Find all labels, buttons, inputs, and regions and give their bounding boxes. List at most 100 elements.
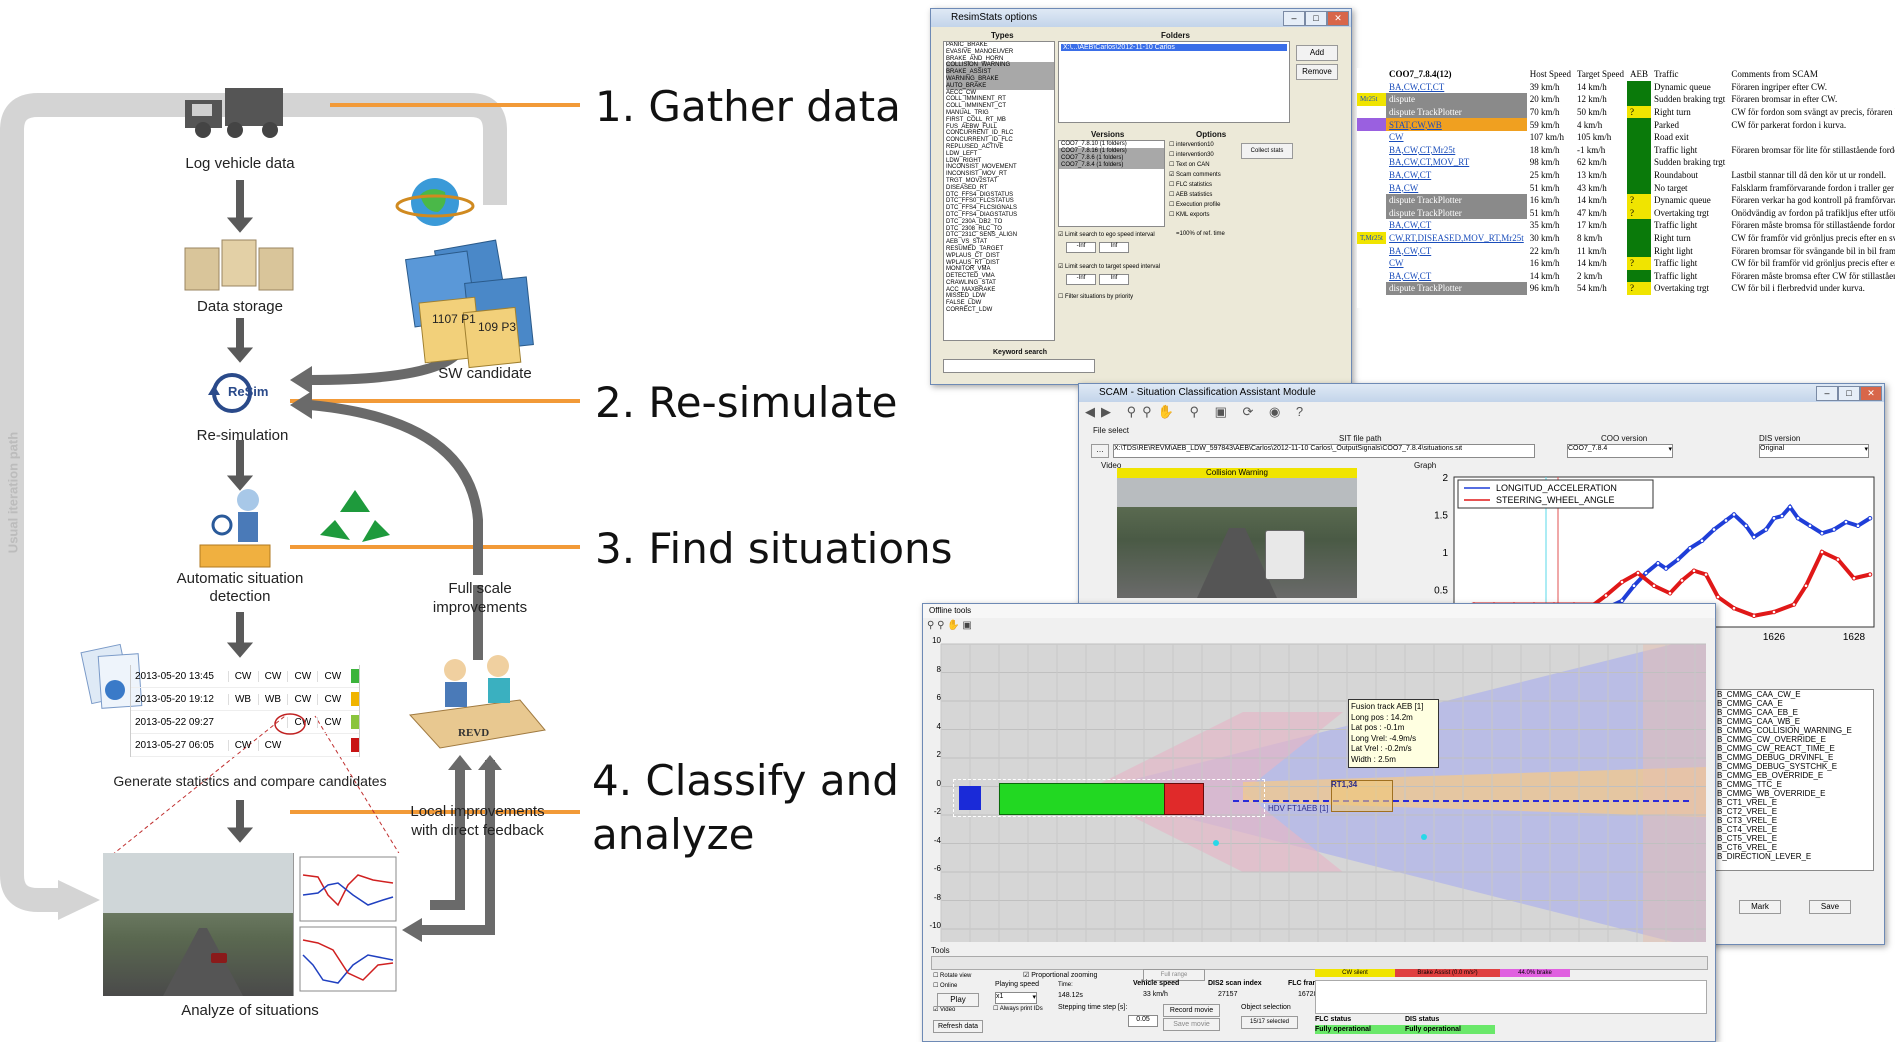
remove-button[interactable]: Remove [1296,64,1338,80]
limit-target-checkbox[interactable]: ☑ Limit search to target speed interval [1058,264,1161,270]
type-list-item[interactable]: DTC_230A_DB2_TO [946,218,1003,225]
type-list-item[interactable]: ACC_MAXBRAKE [946,286,996,293]
type-list-item[interactable]: DISEASED_RT [946,184,988,191]
checkbox-box[interactable]: ☐ [1169,212,1177,218]
signal-list-item[interactable]: B_CMMG_WB_OVERRIDE_E [1717,789,1826,798]
option-checkbox[interactable]: ☑ Scam comments [1169,170,1239,180]
type-list-item[interactable]: LDW_RIGHT [946,157,982,164]
signal-list-item[interactable]: B_CT6_VREL_E [1717,843,1778,852]
scam-maximize-button[interactable]: □ [1838,386,1860,401]
results-category-cell[interactable]: dispute TrackPlotter [1386,193,1527,207]
filter-priority-checkbox[interactable]: ☐ Filter situations by priority [1058,294,1134,300]
results-category-cell[interactable]: BA,CW,CT [1389,220,1432,231]
minimize-button[interactable]: – [1283,11,1305,26]
offline-toolbar[interactable]: ⚲ ⚲ ✋ ▣ [927,620,972,631]
type-list-item[interactable]: WPLAUS_RT_DIST [946,259,1000,266]
type-list-item[interactable]: CORRECT_LDW [946,307,993,314]
type-list-item[interactable]: DTC_FFS4_DIAGSTATUS [946,211,1018,218]
record-movie-button[interactable]: Record movie [1163,1004,1220,1017]
type-list-item[interactable]: COLLISION_WARNING [946,62,1054,70]
save-button[interactable]: Save [1809,900,1851,914]
option-checkbox[interactable]: ☐ intervention10 [1169,140,1239,150]
folder-item[interactable]: X:\...\AEB\Carlos\2012-11-10 Carlos [1061,44,1287,51]
type-list-item[interactable]: BRAKE_AND_HORN [946,55,1004,62]
video-checkbox[interactable]: ☑ Video [933,1007,956,1013]
type-list-item[interactable]: TRGT_MOV2STAT [946,177,998,184]
signal-list-item[interactable]: B_DIRECTION_LEVER_E [1717,852,1812,861]
signal-list-item[interactable]: B_CMMG_CAA_WB_E [1717,717,1801,726]
scam-toolbar[interactable]: ◀▶ ⚲⚲✋ ⚲ ▣ ⟳ ◉ ? [1085,404,1310,419]
full-range-button[interactable]: Full range [1143,969,1205,981]
type-list-item[interactable]: PANIC_BRAKE [946,42,988,48]
proportional-checkbox[interactable]: ☑ Proportional zooming [1023,972,1098,979]
play-button[interactable]: Play [937,993,979,1007]
results-category-cell[interactable]: dispute TrackPlotter [1386,206,1527,220]
signal-graph[interactable]: 00.511.52162416261628LONGITUD_ACCELERATI… [1414,469,1884,669]
timeline-scrollbar[interactable] [931,956,1708,970]
checkbox-box[interactable]: ☐ [1169,202,1177,208]
type-list-item[interactable]: DETECTED_VMA [946,273,995,280]
signal-list-item[interactable]: B_CMMG_CW_REACT_TIME_E [1717,744,1835,753]
type-list-item[interactable]: DTC_FFS4_FLCSIGNALS [946,205,1018,212]
option-checkbox[interactable]: ☐ Execution profile [1169,200,1239,210]
rotate-view-checkbox[interactable]: ☐ Rotate view [933,973,972,979]
results-category-cell[interactable]: BA,CW,CT [1389,270,1432,281]
signal-list-item[interactable]: B_CT1_VREL_E [1717,798,1778,807]
signal-list-item[interactable]: B_CMMG_CAA_EB_E [1717,708,1798,717]
object-selection-button[interactable]: 15/17 selected [1241,1016,1298,1029]
type-list-item[interactable]: AUTO_BRAKE [946,82,1054,90]
version-list-item[interactable]: COO7_7.8.4 (1 folders) [1059,162,1164,169]
scam-minimize-button[interactable]: – [1816,386,1838,401]
collect-stats-button[interactable]: Collect stats [1241,143,1293,159]
save-movie-button[interactable]: Save movie [1163,1018,1220,1031]
type-list-item[interactable]: WARNING_BRAKE [946,75,1054,83]
type-list-item[interactable]: INCONSIST_MOV_RT [946,171,1007,178]
always-print-checkbox[interactable]: ☐ Always print IDs [993,1006,1043,1012]
option-checkbox[interactable]: ☐ KML exports [1169,210,1239,220]
ego-min-input[interactable]: -Inf [1066,242,1096,253]
type-list-item[interactable]: WPLAUS_CT_DIST [946,252,1000,259]
type-list-item[interactable]: CONCURRENT_ID_RLC [946,130,1014,137]
signal-list-item[interactable]: B_CMMG_CAA_E [1717,699,1783,708]
type-list-item[interactable]: DTC_2308_RLC_TO [946,225,1002,232]
results-category-cell[interactable]: dispute TrackPlotter [1386,282,1527,295]
limit-ego-checkbox[interactable]: ☑ Limit search to ego speed interval [1058,232,1155,238]
type-list-item[interactable]: CRAWLING_STAT [946,279,996,286]
type-list-item[interactable]: LDW_LEFT [946,150,978,157]
add-button[interactable]: Add [1296,45,1338,61]
sit-path-input[interactable]: X:\TDS\RE\REVM\AEB_LDW_597843\AEB\Carlos… [1113,444,1535,458]
results-category-cell[interactable]: CW,RT,DISEASED,MOV_RT,Mr25t [1389,233,1524,244]
signal-list-item[interactable]: B_CT4_VREL_E [1717,825,1778,834]
type-list-item[interactable]: INCONSIST_MOVEMENT [946,164,1017,171]
signal-list-item[interactable]: B_CT2_VREL_E [1717,807,1778,816]
step-input[interactable]: 0.05 [1128,1015,1158,1027]
signal-list-item[interactable]: B_CMMG_DEBUG_SYSTCHK_E [1717,762,1838,771]
signal-list-item[interactable]: B_CT3_VREL_E [1717,816,1778,825]
type-list-item[interactable]: RESUMED_TARGET [946,245,1004,252]
close-button[interactable]: ✕ [1327,11,1349,26]
option-checkbox[interactable]: ☐ AEB statistics [1169,190,1239,200]
results-category-cell[interactable]: STAT,CW,WB [1386,118,1527,131]
online-checkbox[interactable]: ☐ Online [933,983,958,989]
type-list-item[interactable]: REPLUSED_ACTIVE [946,143,1004,150]
type-list-item[interactable]: FIRST_COLL_RT_MB [946,116,1006,123]
signal-list-item[interactable]: B_CMMG_TTC_E [1717,780,1782,789]
type-list-item[interactable]: MONITOR_VMA [946,266,991,273]
option-checkbox[interactable]: ☐ Text on CAN [1169,160,1239,170]
target-max-input[interactable]: Inf [1099,274,1129,285]
results-category-cell[interactable]: BA,CW,CT [1389,170,1432,181]
type-list-item[interactable]: COLL_IMMINENT_CT [946,103,1007,110]
